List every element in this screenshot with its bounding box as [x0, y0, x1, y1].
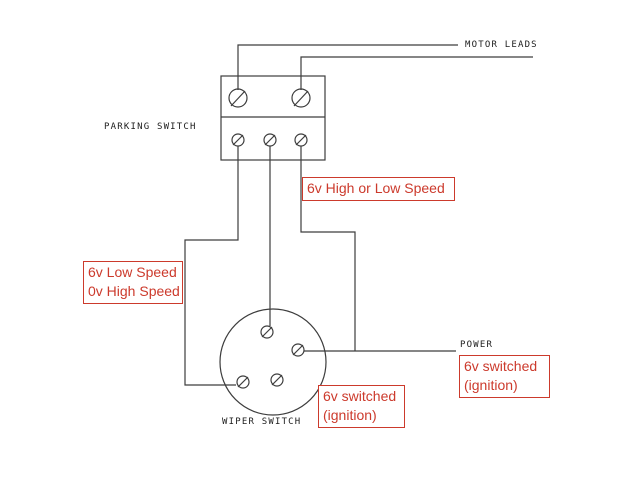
terminal-icon: [291, 343, 305, 357]
screw-terminal-icon: [228, 88, 248, 108]
power-label: POWER: [460, 340, 494, 350]
annotation-text: (ignition): [464, 377, 518, 393]
parking-switch-symbol: [220, 75, 326, 161]
annotation-switched-ignition-bottom: 6v switched (ignition): [318, 385, 405, 428]
wire-low-speed: [184, 146, 239, 386]
annotation-text: 6v switched: [464, 358, 538, 374]
annotation-text: 6v Low Speed: [88, 264, 177, 280]
wiper-switch-body: [219, 308, 327, 416]
parking-switch-label: PARKING SWITCH: [104, 122, 197, 132]
terminal-icon: [231, 133, 245, 147]
motor-leads-label: MOTOR LEADS: [465, 40, 538, 50]
annotation-text: (ignition): [323, 407, 377, 423]
parking-switch-body: [220, 75, 326, 161]
annotation-text: 0v High Speed: [88, 283, 180, 299]
terminal-icon: [236, 375, 250, 389]
wiper-switch-label: WIPER SWITCH: [222, 417, 302, 427]
annotation-high-or-low-speed: 6v High or Low Speed: [302, 177, 455, 201]
annotation-low-speed: 6v Low Speed 0v High Speed: [83, 261, 183, 304]
wire-motor-lead-right: [300, 56, 533, 90]
annotation-text: 6v switched: [323, 388, 397, 404]
terminal-icon: [263, 133, 277, 147]
terminal-icon: [294, 133, 308, 147]
wire-motor-lead-left: [237, 44, 458, 90]
terminal-icon: [260, 325, 274, 339]
annotation-switched-ignition-right: 6v switched (ignition): [459, 355, 550, 398]
wire-switched-feed: [300, 146, 356, 351]
terminal-icon: [270, 373, 284, 387]
annotation-text: 6v High or Low Speed: [307, 180, 445, 196]
wiper-switch-symbol: [219, 308, 327, 416]
screw-terminal-icon: [291, 88, 311, 108]
